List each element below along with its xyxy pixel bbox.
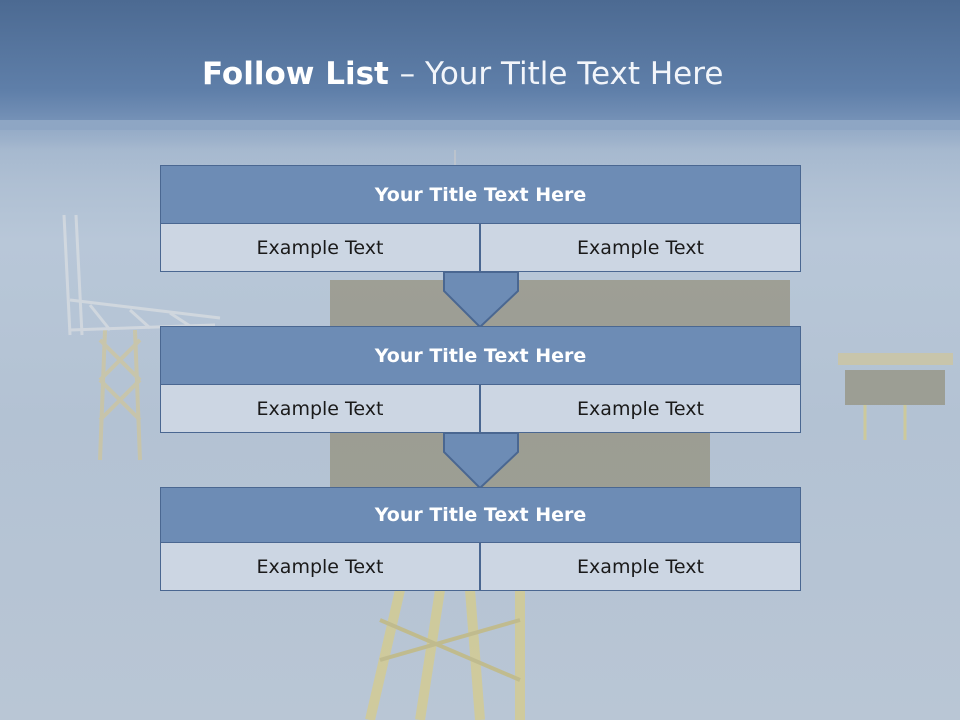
example-text-right: Example Text xyxy=(480,384,801,433)
slide-title: Follow List – Your Title Text Here xyxy=(202,56,723,100)
down-arrow-icon xyxy=(443,271,519,329)
example-text-left: Example Text xyxy=(160,384,480,433)
down-arrow-icon xyxy=(443,432,519,490)
example-text-right: Example Text xyxy=(480,542,801,591)
example-text-left: Example Text xyxy=(160,223,480,272)
block-title: Your Title Text Here xyxy=(160,326,801,385)
example-text-right: Example Text xyxy=(480,223,801,272)
title-rest: – Your Title Text Here xyxy=(399,56,724,92)
block-title: Your Title Text Here xyxy=(160,165,801,224)
example-text-left: Example Text xyxy=(160,542,480,591)
top-band xyxy=(0,0,960,130)
block-title: Your Title Text Here xyxy=(160,487,801,543)
title-bold: Follow List xyxy=(202,56,400,92)
